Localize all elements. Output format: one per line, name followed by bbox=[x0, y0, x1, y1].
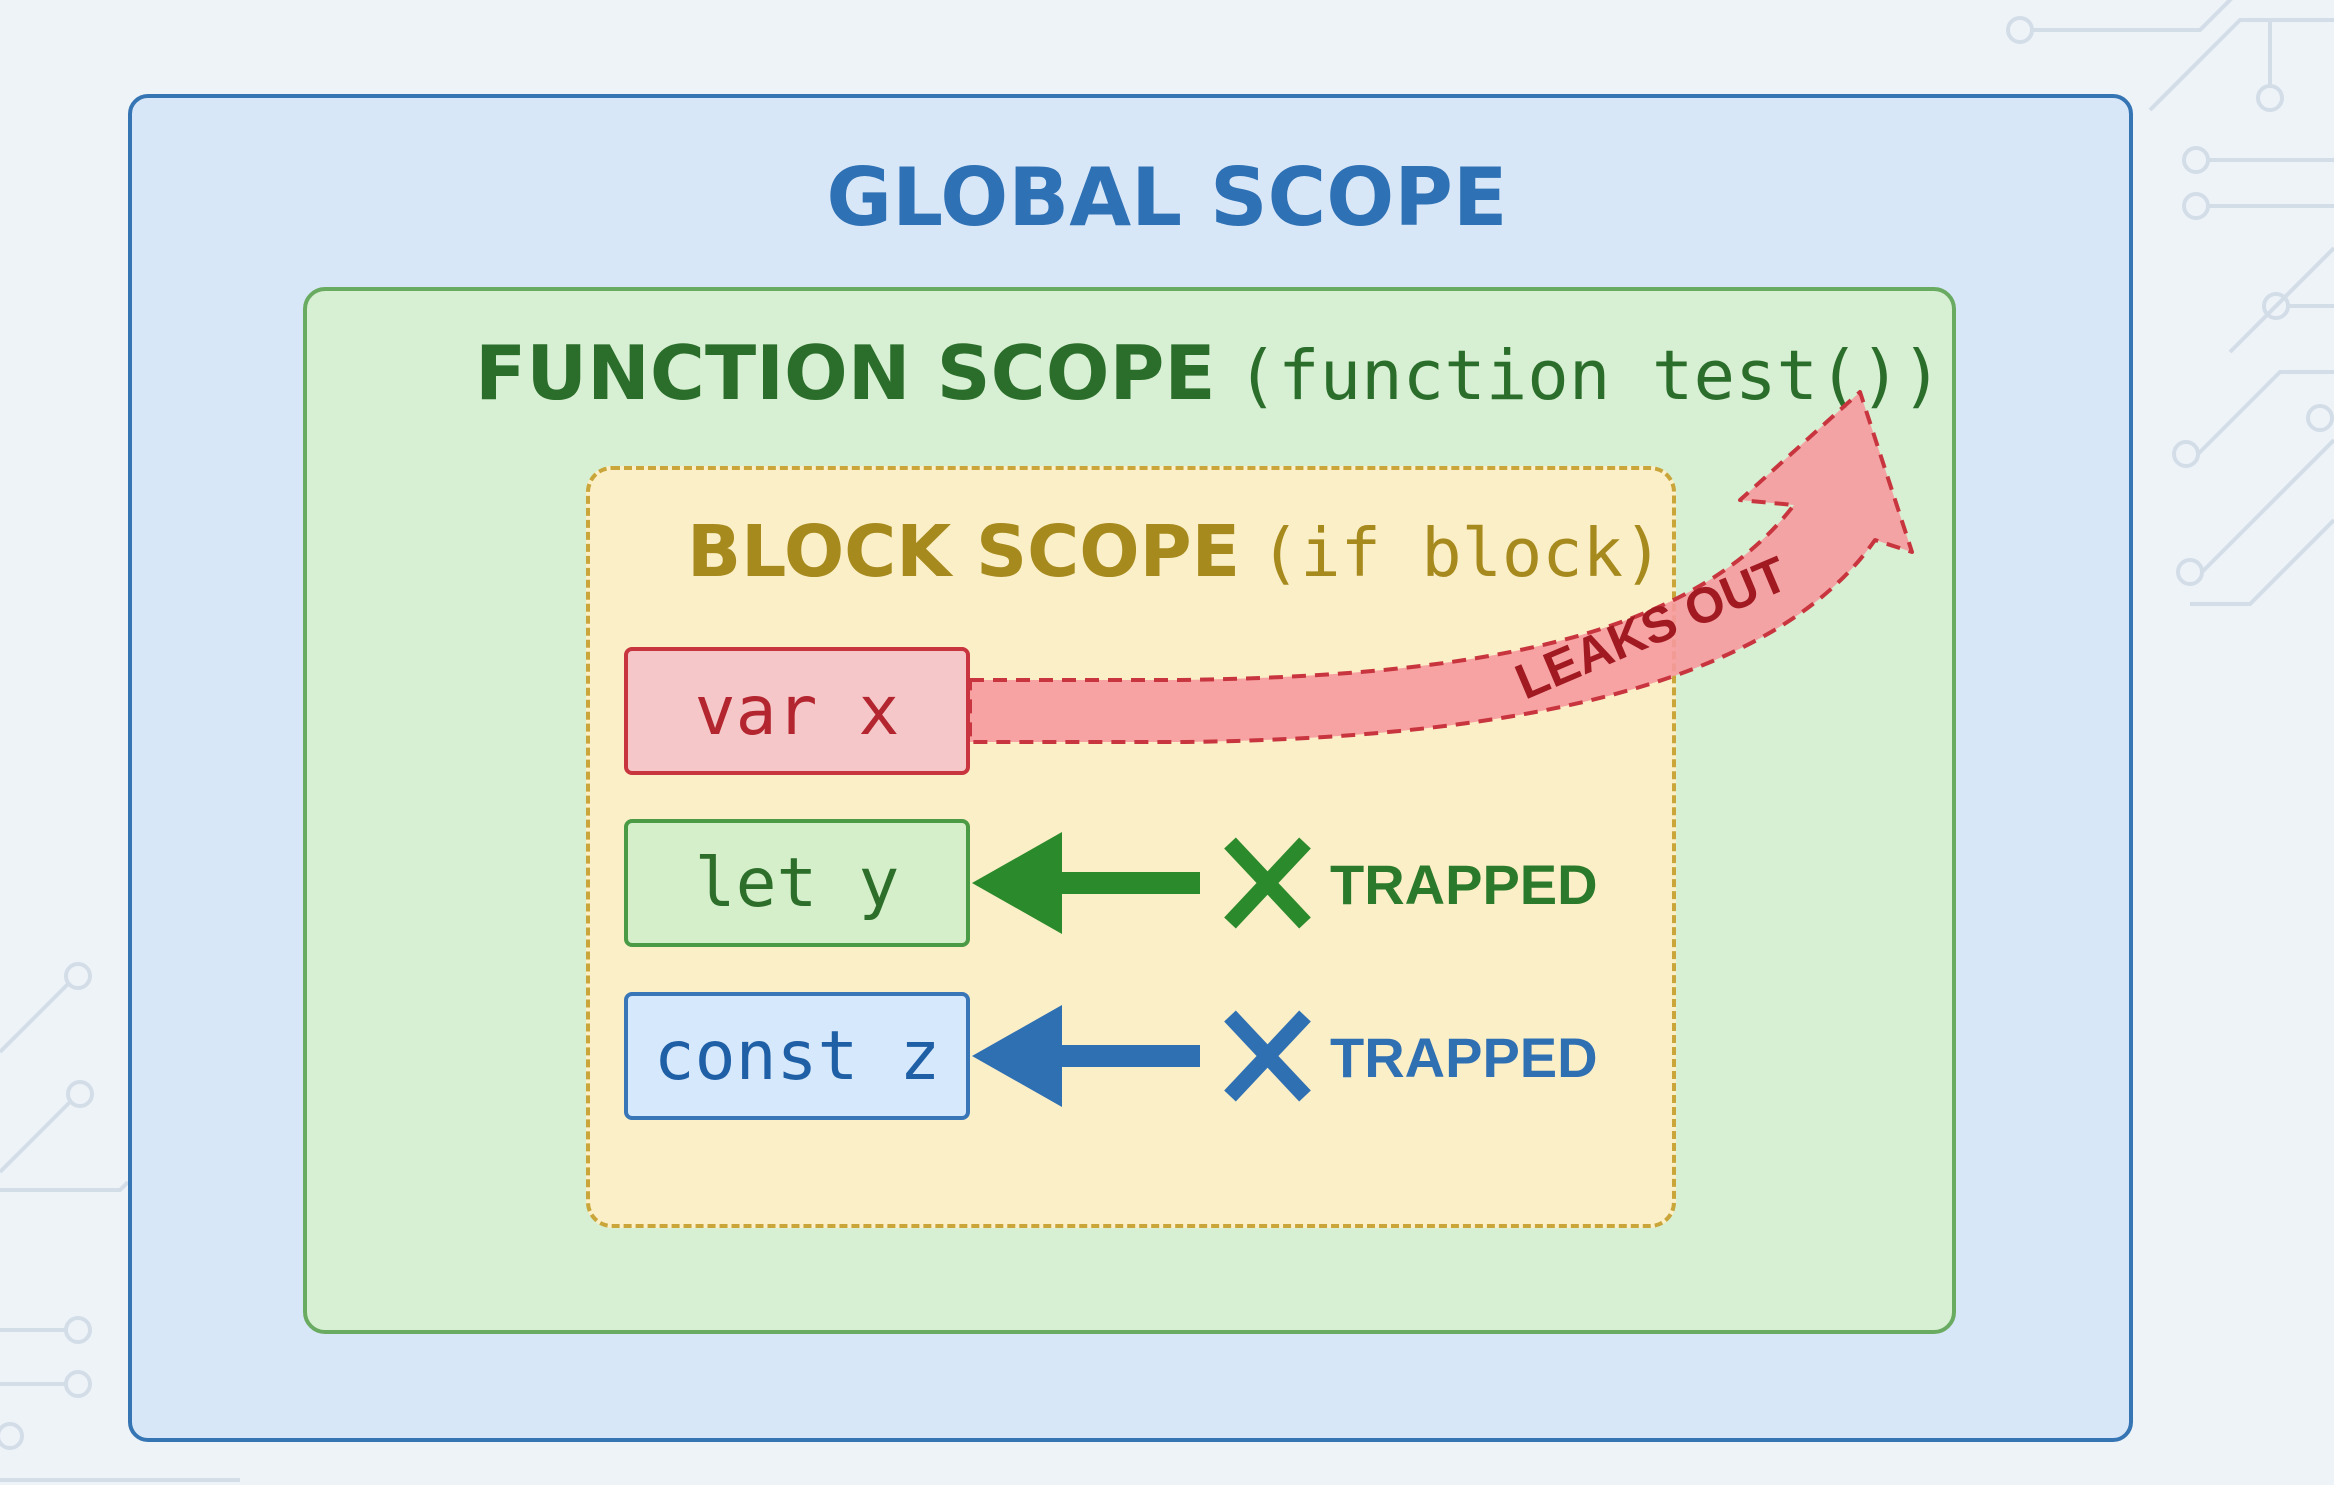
var-x-box: var x bbox=[624, 647, 970, 775]
block-scope-detail: (if block) bbox=[1259, 514, 1664, 592]
const-z-box: const z bbox=[624, 992, 970, 1120]
function-scope-title: FUNCTION SCOPE (function test()) bbox=[475, 336, 1943, 411]
let-trapped-label: TRAPPED bbox=[1330, 853, 1598, 916]
global-scope-label: GLOBAL SCOPE bbox=[826, 151, 1508, 244]
block-scope-title: BLOCK SCOPE (if block) bbox=[687, 516, 1663, 588]
block-scope-label: BLOCK SCOPE bbox=[687, 510, 1241, 593]
const-trapped-label: TRAPPED bbox=[1330, 1026, 1598, 1089]
global-scope-title: GLOBAL SCOPE bbox=[0, 158, 2334, 238]
let-y-box: let y bbox=[624, 819, 970, 947]
function-scope-label: FUNCTION SCOPE bbox=[475, 329, 1216, 417]
function-scope-detail: (function test()) bbox=[1236, 336, 1943, 416]
